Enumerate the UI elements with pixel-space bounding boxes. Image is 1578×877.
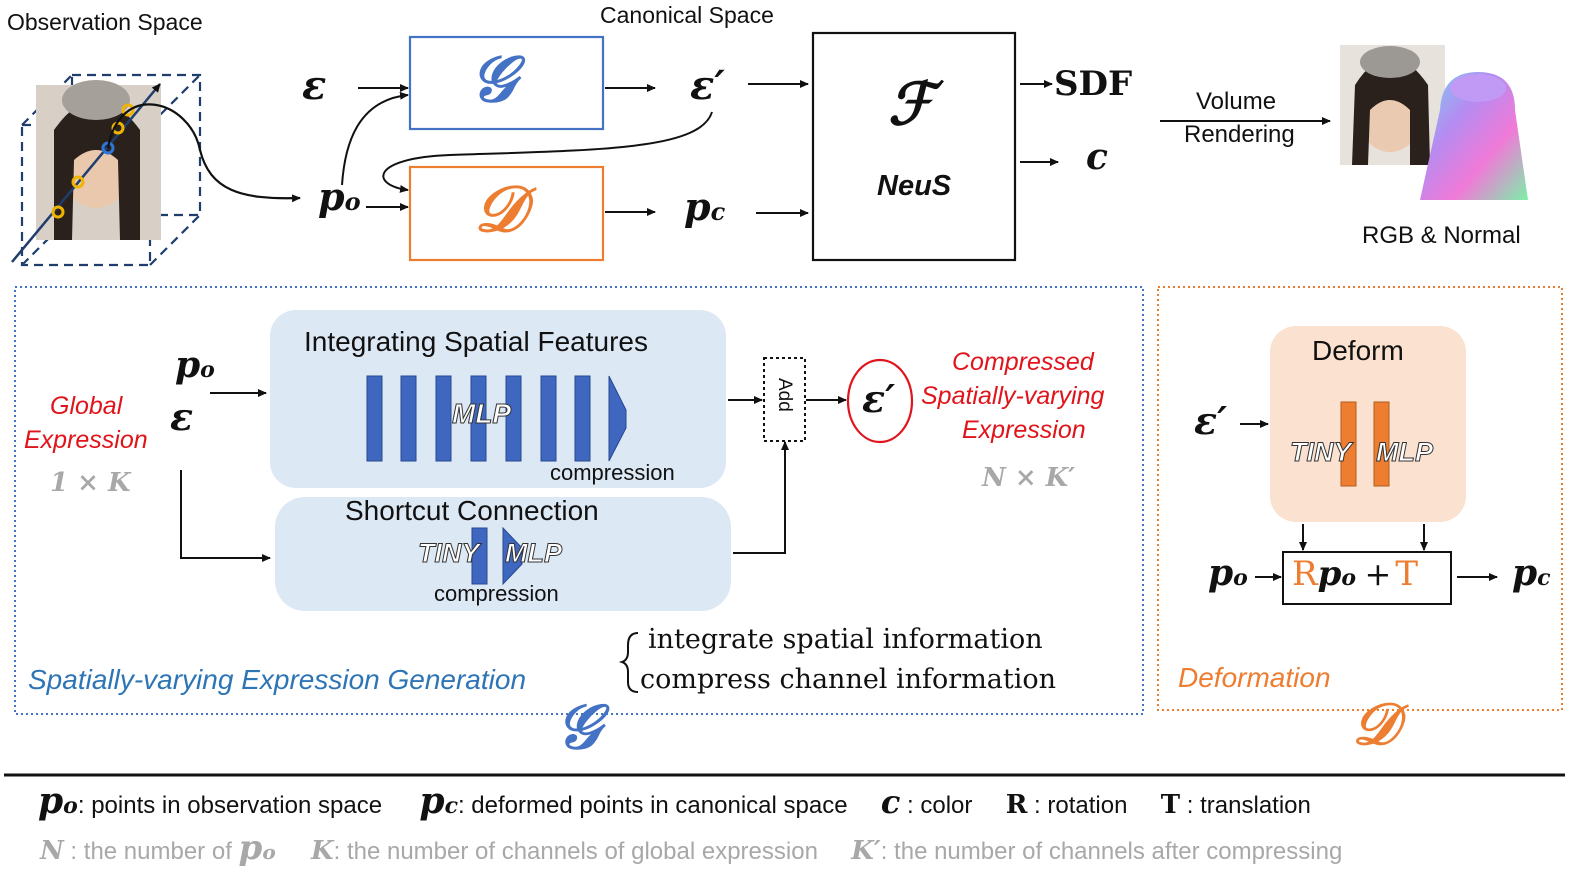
compression2-label: compression [434, 581, 559, 606]
add-box [763, 357, 806, 442]
g-panel-border [14, 286, 1144, 715]
sdf-label: SDF [1054, 64, 1133, 104]
compressed-line2: Spatially-varying [921, 382, 1105, 410]
f-box [811, 31, 1017, 262]
brace [618, 632, 639, 693]
compression-label: compression [550, 460, 675, 485]
d-box [408, 165, 605, 262]
eps-prime-ellipse [846, 358, 914, 444]
d-mlp-label: MLP [1376, 437, 1434, 468]
rgb-normal-label: RGB & Normal [1362, 222, 1521, 249]
neus-label: NeuS [877, 170, 952, 202]
rendered-rgb [1340, 45, 1445, 165]
d-pc-label: pc [1512, 552, 1551, 594]
epsilon-label: ε [302, 62, 327, 109]
shortcut-title: Shortcut Connection [345, 495, 599, 526]
global-expression-line2: Expression [24, 426, 148, 454]
g-po-label: po [175, 344, 215, 386]
legend-row1: po: points in observation space pc: defo… [38, 780, 1311, 822]
g-box [408, 35, 605, 131]
compressed-line3: Expression [962, 416, 1086, 444]
brace-line2: compress channel information [640, 664, 1057, 695]
formula-box [1282, 551, 1452, 605]
d-panel-title: Deformation [1178, 662, 1331, 693]
d-tiny-label: TINY [1290, 437, 1353, 468]
g-panel-title: Spatially-varying Expression Generation [28, 664, 527, 695]
observation-space-label: Observation Space [7, 9, 203, 35]
g-symbol: 𝒢 [470, 42, 516, 117]
po-label: po [318, 174, 361, 219]
global-dim: 1 × K [50, 468, 131, 498]
compressed-dim: N × K′ [982, 463, 1076, 493]
deform-box [1270, 326, 1466, 522]
g-panel-symbol: 𝒢 [556, 690, 601, 763]
tiny-mlp-label: MLP [505, 538, 563, 569]
global-expression-line1: Global [50, 392, 123, 420]
volume-label: Volume [1196, 88, 1277, 115]
d-eps-prime-label: ε′ [1194, 398, 1228, 443]
ray-arrow [11, 83, 161, 263]
eps-prime-label: ε′ [690, 62, 725, 109]
tiny-label: TINY [418, 538, 481, 569]
g-epsilon-label: ε [170, 394, 194, 439]
g-eps-prime-label: ε′ [862, 376, 896, 421]
mlp-label: MLP [451, 398, 512, 430]
d-panel-symbol: 𝒟 [1352, 690, 1399, 758]
deform-title: Deform [1312, 335, 1404, 366]
integrating-title: Integrating Spatial Features [304, 326, 648, 357]
pc-label: pc [684, 184, 726, 229]
d-symbol: 𝒟 [474, 172, 526, 247]
mlp-bars [366, 375, 627, 462]
tiny-mlp-bars [471, 526, 523, 586]
c-label: c [1086, 136, 1108, 178]
legend-row2: N : the number of po K: the number of ch… [40, 828, 1343, 868]
rendered-normal [1420, 72, 1528, 200]
compressed-line1: Compressed [952, 348, 1094, 376]
canonical-space-label: Canonical Space [600, 2, 774, 28]
deform-tiny-mlp-bars [1340, 401, 1390, 487]
d-po-label: po [1208, 552, 1248, 594]
d-panel-border [1157, 286, 1563, 711]
formula: Rpo +T [1292, 554, 1419, 594]
add-label: Add [774, 378, 795, 412]
f-symbol: ℱ [888, 70, 934, 138]
rendering-label: Rendering [1184, 121, 1295, 148]
brace-line1: integrate spatial information [648, 624, 1043, 655]
